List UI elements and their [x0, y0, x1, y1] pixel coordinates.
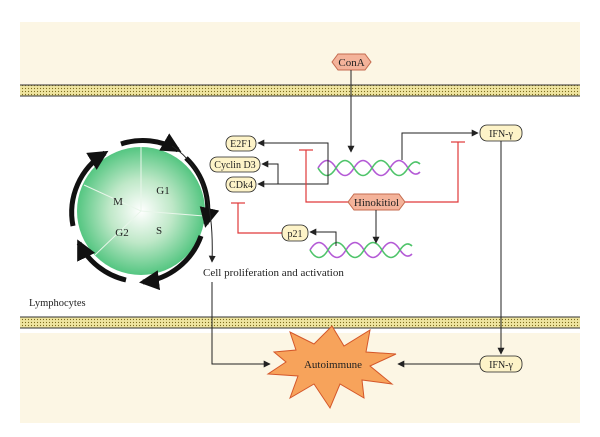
lymphocytes-label: Lymphocytes: [29, 298, 86, 309]
ifn-top-label: IFN-γ: [489, 129, 513, 140]
cyclin-d3-label: Cyclin D3: [214, 160, 255, 171]
extracellular-region: [20, 22, 580, 85]
cycle-to-proliferation-arrow: [171, 145, 216, 263]
bottom-membrane: [20, 316, 580, 329]
p21-node: p21: [281, 224, 309, 242]
cona-node: ConA: [331, 53, 372, 71]
ifn-gamma-top: IFN-γ: [479, 124, 523, 142]
dna-to-ifn-arrow: [401, 129, 479, 160]
cdk4-node: CDk4: [225, 176, 257, 193]
upper-dna-helix: [317, 159, 421, 177]
e2f1-node: E2F1: [225, 135, 257, 152]
autoimmune-burst: Autoimmune: [266, 325, 397, 410]
cyclin-d3-node: Cyclin D3: [209, 156, 261, 173]
phase-s: S: [156, 225, 162, 237]
lower-dna-helix: [309, 241, 413, 259]
phase-m: M: [113, 196, 123, 208]
cona-label: ConA: [338, 57, 364, 69]
autoimmune-label: Autoimmune: [304, 359, 362, 371]
hinokitiol-label: Hinokitiol: [354, 197, 399, 209]
inhibit-dna-right: [404, 142, 459, 203]
hinokitiol-node: Hinokitiol: [347, 193, 406, 211]
inhibit-dna-left: [305, 150, 350, 203]
cell-cycle-diagram: M G1 G2 S: [69, 133, 220, 291]
phase-g1: G1: [156, 185, 169, 197]
p21-inhibit-cdk4: [237, 203, 282, 234]
proliferation-to-autoimmune-arrow: [211, 282, 271, 368]
dna-to-p21-arrow: [309, 228, 337, 246]
hinokitiol-inhibition-lines: [231, 141, 465, 234]
dna-to-e2f1-arrow: [257, 139, 329, 164]
cell-proliferation-label: Cell proliferation and activation: [203, 267, 344, 279]
e2f1-label: E2F1: [230, 139, 252, 150]
cycle-arrow-left: [69, 150, 109, 227]
top-membrane: [20, 84, 580, 97]
phase-g2: G2: [115, 227, 128, 239]
cycle-arrow-top: [120, 133, 182, 153]
ifn-gamma-bottom: IFN-γ: [479, 355, 523, 373]
cycle-arrow-bottom-right: [139, 235, 204, 291]
cdk4-label: CDk4: [229, 180, 253, 191]
cycle-arrow-bottom-left: [76, 239, 127, 283]
ifn-bottom-label: IFN-γ: [489, 360, 513, 371]
p21-label: p21: [288, 229, 303, 240]
